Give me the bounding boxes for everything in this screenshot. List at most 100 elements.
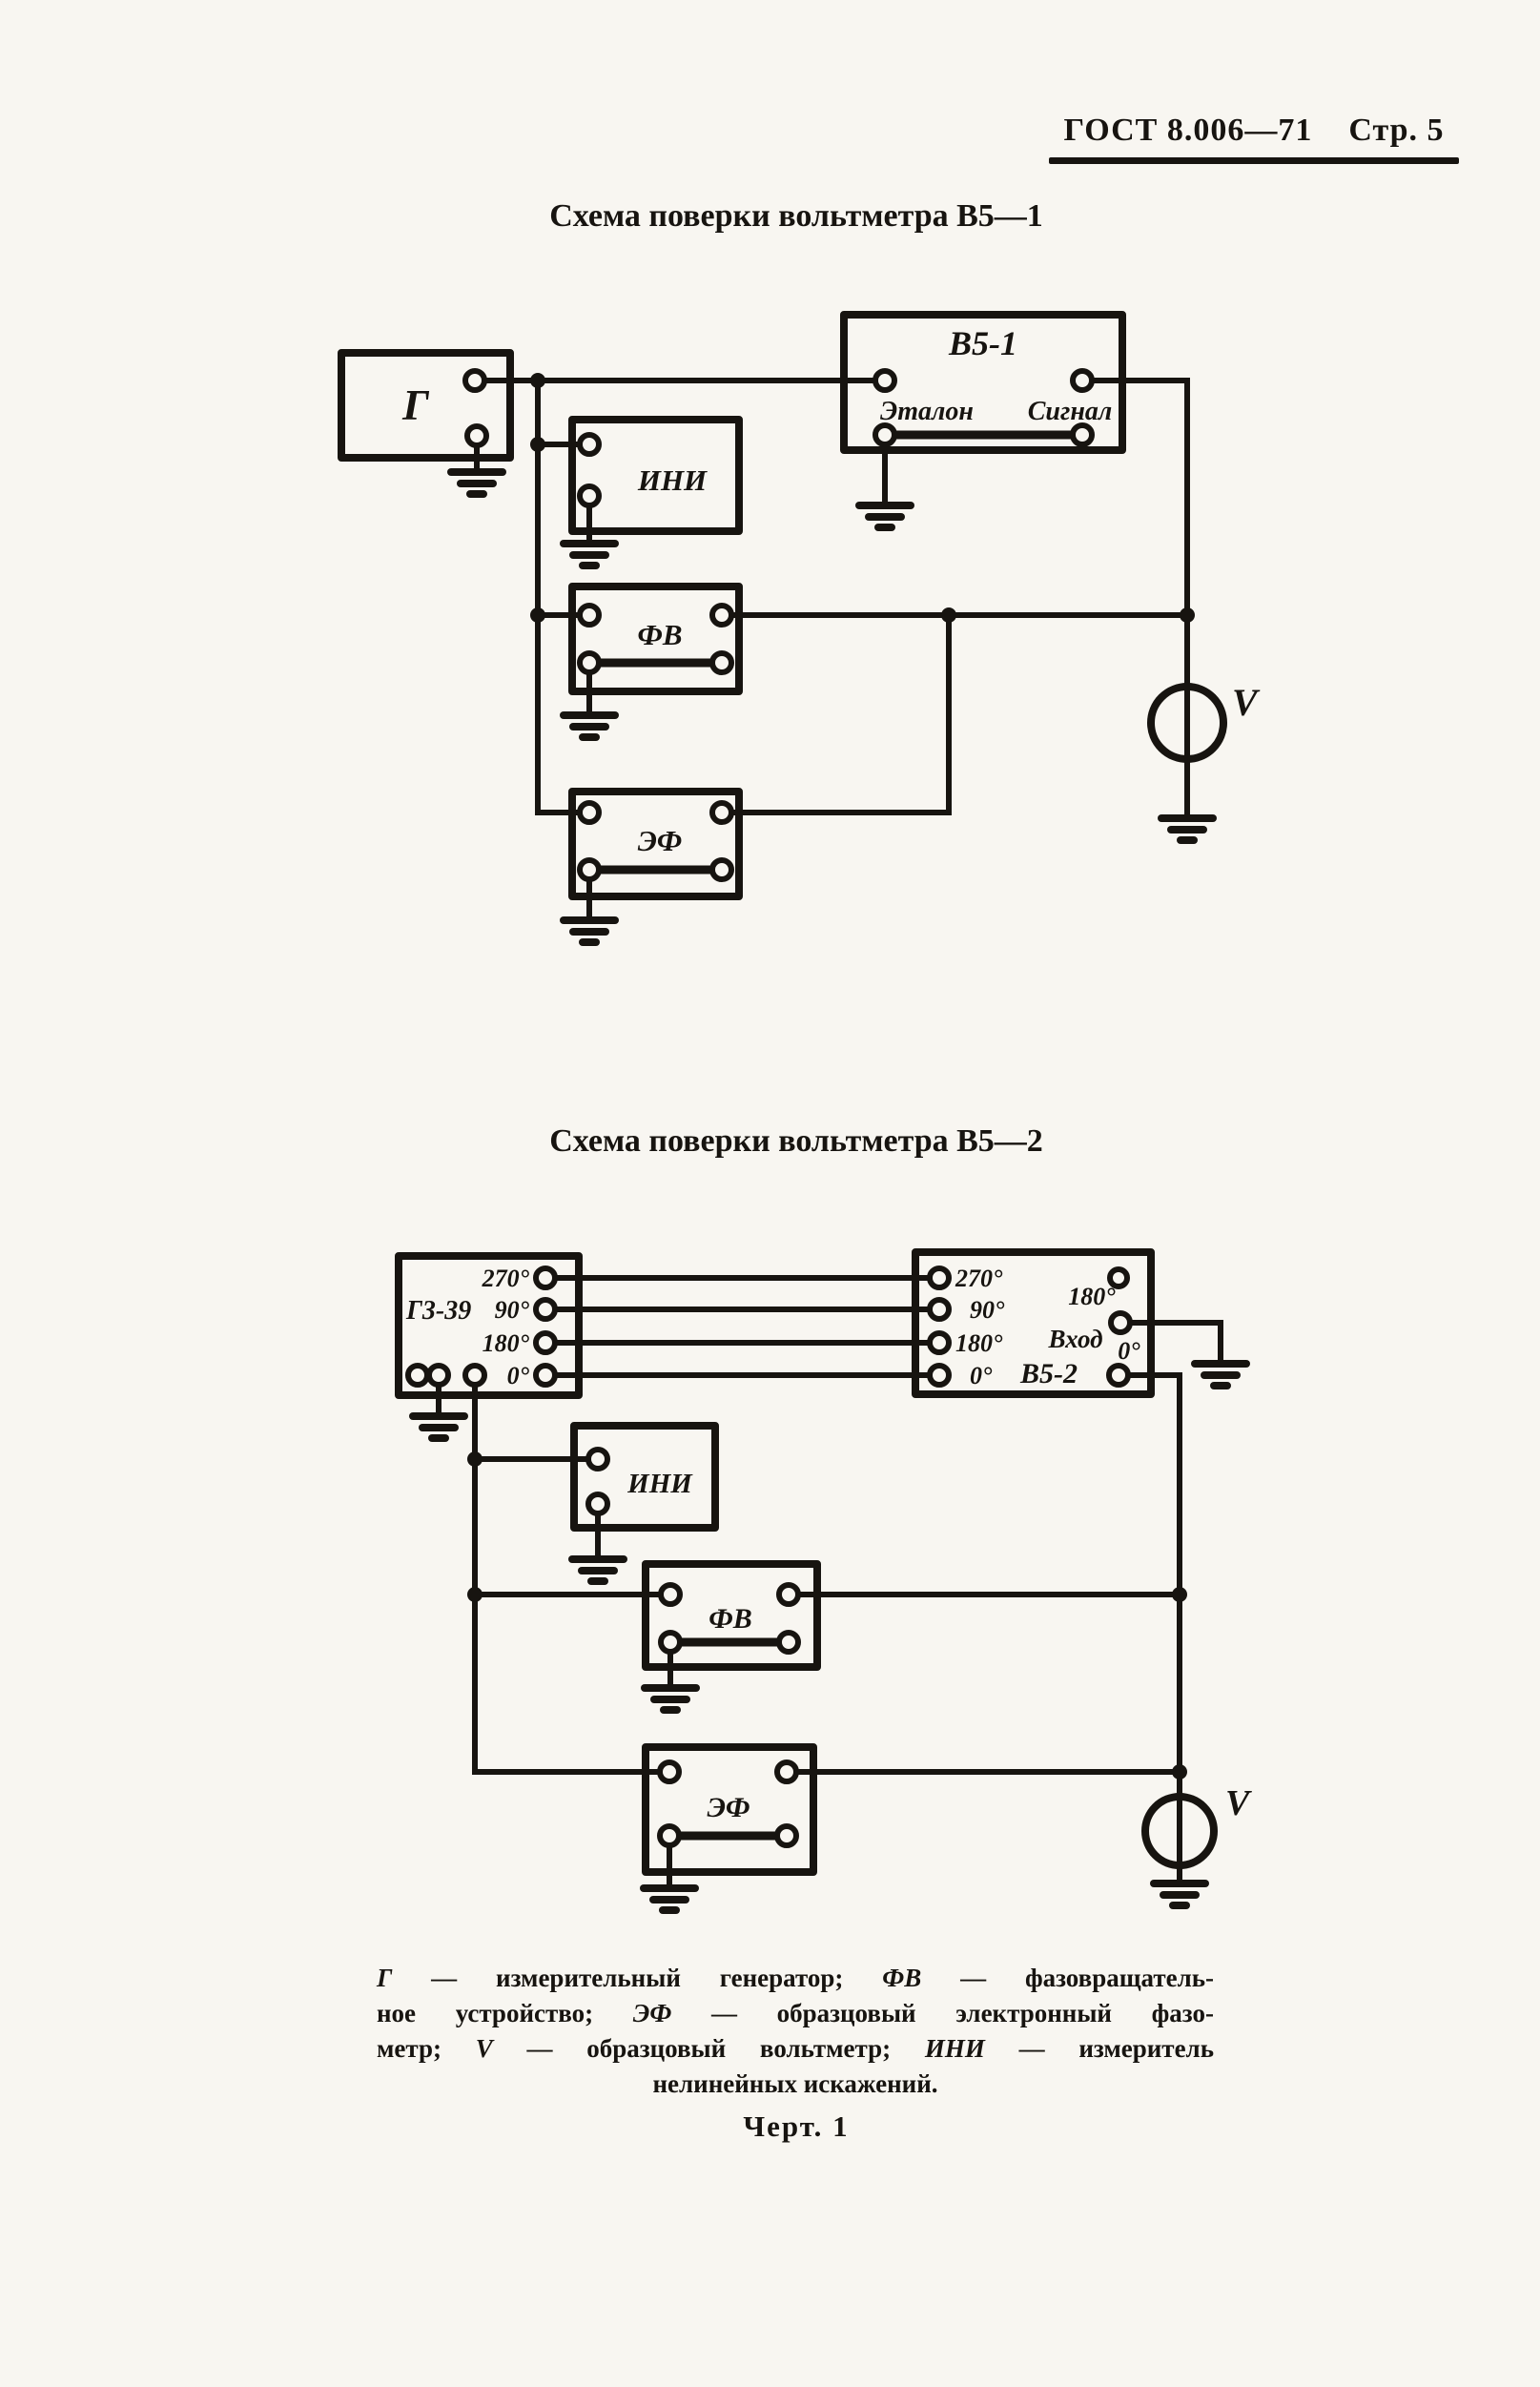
b51-label: В5-1 [948,324,1017,362]
ground-icon [568,1555,627,1585]
caption-text: — измерительный генератор; [392,1964,883,1992]
terminal [1108,1310,1133,1335]
caption-abbr: ЭФ [632,1999,672,2027]
ground-icon [409,1412,468,1442]
terminal [776,1582,801,1607]
caption-text: ное устройство; [377,1999,633,2027]
terminal [873,422,897,447]
b51-box [840,311,1126,454]
junction-dot [1172,1587,1187,1602]
caption-text: — образцовый электронный фазо- [671,1999,1214,2027]
ef-label: ЭФ [638,824,683,857]
fv-label: ФВ [708,1603,752,1635]
junction-dot [467,1451,483,1467]
ef-box [568,788,743,900]
ef-label: ЭФ [707,1792,749,1823]
terminal [774,1759,799,1784]
wire [719,612,952,815]
ground-icon [447,468,506,498]
ground-icon [560,711,619,741]
terminal [1106,1363,1131,1388]
terminal [577,484,602,508]
caption-abbr: ФВ [882,1964,922,1992]
generator-box [338,349,514,462]
terminal [577,603,602,628]
terminal [776,1630,801,1655]
terminal [426,1363,451,1388]
b52-input-label: Вход [1048,1325,1103,1353]
junction-dot [941,607,956,623]
terminal [657,1823,682,1848]
g339-angle-0: 0° [507,1362,530,1389]
caption-text: метр; [377,2034,476,2063]
g339-box [395,1252,583,1399]
wire [472,1372,672,1775]
b52-angle-90: 90° [970,1296,1005,1324]
wire [1116,1372,1182,1886]
g339-angle-180: 180° [483,1329,530,1357]
caption-line-3: метр; V — образцовый вольтметр; ИНИ — из… [377,2031,1214,2067]
b52-label: В5-2 [1019,1358,1078,1389]
terminal [462,1363,487,1388]
terminal [577,857,602,882]
terminal [533,1297,558,1322]
ground-icon [1158,814,1217,844]
diagram1-title: Схема поверки вольтметра В5—1 [549,198,1043,234]
terminal [873,368,897,393]
diagram2-title: Схема поверки вольтметра В5—2 [549,1123,1043,1159]
etalon-label: Эталон [880,397,974,426]
ini-box [568,416,743,535]
caption-text: нелинейных искажений. [652,2069,938,2098]
terminal [585,1447,610,1471]
voltmeter-circle [1147,683,1227,763]
ground-icon [641,1684,700,1714]
terminal [462,368,487,393]
terminal [577,800,602,825]
caption-abbr: Г [377,1964,393,1992]
fv-box [568,583,743,695]
figure-caption: Г — измерительный генератор; ФВ — фазовр… [377,1961,1214,2102]
caption-abbr: V [475,2034,493,2063]
caption-text: — образцовый вольтметр; [492,2034,925,2063]
ground-icon [640,1884,699,1914]
junction-dot [530,607,545,623]
junction-dot [530,373,545,388]
b52-box [912,1248,1155,1398]
terminal [709,650,734,675]
junction-dot [1180,607,1195,623]
terminal [658,1582,683,1607]
ef-box [642,1743,817,1876]
ini-label: ИНИ [637,463,708,497]
caption-line-4: нелинейных искажений. [377,2067,1214,2102]
terminal [533,1363,558,1388]
voltmeter-label: V [1232,681,1261,724]
terminal [709,603,734,628]
ground-icon [1191,1360,1250,1389]
verification-diagram-b5-2: Г3-39 270° 90° 180° 0° 270° 90° 180° 0° … [395,1248,1252,1914]
terminal [585,1492,610,1516]
signal-label: Сигнал [1028,397,1113,426]
terminal [774,1823,799,1848]
b52-right-180-label: 180° [1068,1283,1116,1310]
terminal [709,800,734,825]
terminal [927,1330,952,1355]
standard-number: ГОСТ 8.006—71 [1063,113,1313,148]
ground-icon [1150,1880,1209,1909]
ini-box [570,1422,719,1532]
b52-angle-0: 0° [970,1362,993,1389]
caption-line-2: ное устройство; ЭФ — образцовый электрон… [377,1996,1214,2031]
terminal [1070,368,1095,393]
terminal [658,1630,683,1655]
junction-dot [1172,1764,1187,1780]
terminal [1107,1266,1130,1289]
terminal [577,650,602,675]
voltmeter-circle [1141,1793,1218,1869]
ground-icon [855,502,914,531]
terminal [657,1759,682,1784]
caption-text: — измеритель [984,2034,1214,2063]
caption-abbr: ИНИ [924,2034,985,2063]
ground-icon [560,916,619,946]
ini-label: ИНИ [626,1469,693,1499]
fv-label: ФВ [637,618,682,651]
